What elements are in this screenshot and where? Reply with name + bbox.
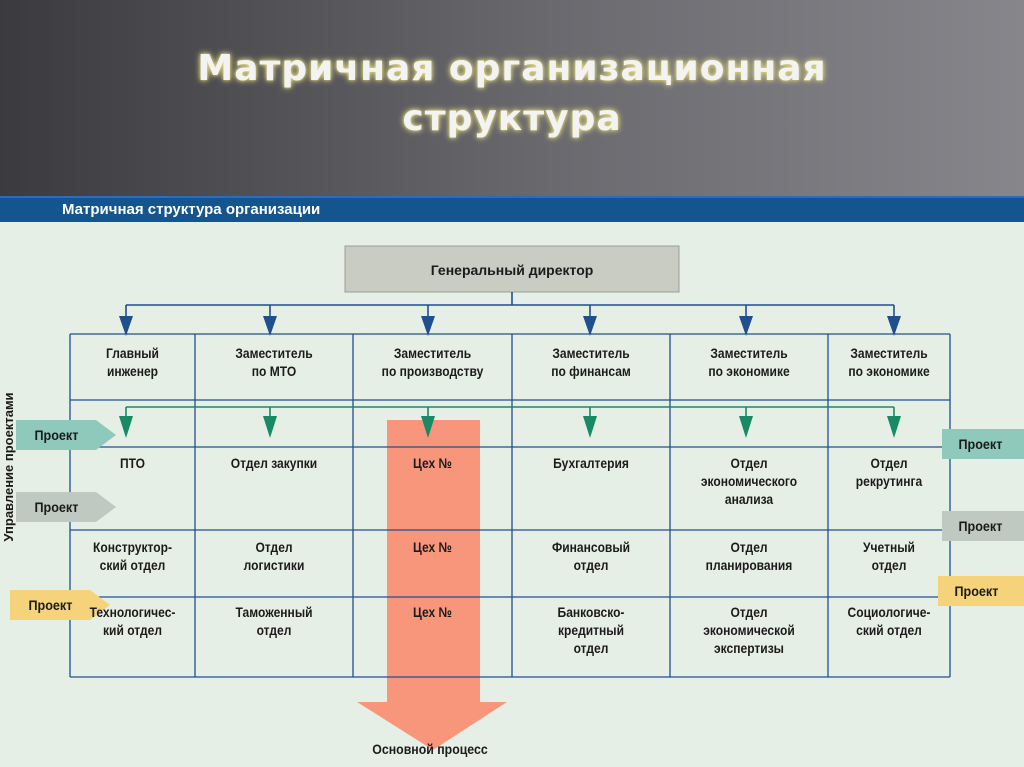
cell-3-1: Цех № bbox=[413, 455, 452, 471]
matrix-diagram: Генеральный директор Управление проектам… bbox=[0, 222, 1024, 767]
project-label-4: Проект bbox=[958, 436, 1003, 452]
cell-3-4: Цех № bbox=[413, 604, 452, 620]
green-arrow-head-2 bbox=[421, 416, 435, 438]
project-arrow-4 bbox=[942, 429, 1024, 459]
project-label-5: Проект bbox=[958, 518, 1003, 534]
green-arrow-head-5 bbox=[887, 416, 901, 438]
project-arrow-5 bbox=[942, 511, 1024, 541]
slide-title: Матричная организационная структура bbox=[0, 44, 1024, 144]
cell-1-1: ПТО bbox=[119, 455, 146, 471]
project-arrow-2 bbox=[16, 492, 116, 522]
green-arrow-head-0 bbox=[119, 416, 133, 438]
project-label-2: Проект bbox=[34, 499, 79, 515]
project-arrow-1 bbox=[16, 420, 116, 450]
matrix-diagram-svg bbox=[10, 245, 1024, 750]
green-arrow-head-4 bbox=[739, 416, 753, 438]
blue-arrow-head-1 bbox=[263, 316, 277, 336]
cell-2-1: Отдел закупки bbox=[230, 455, 318, 471]
project-label-3: Проект bbox=[28, 597, 73, 613]
green-arrow-head-1 bbox=[263, 416, 277, 438]
project-arrow-6 bbox=[938, 576, 1024, 606]
general-director-box bbox=[344, 245, 680, 293]
project-label-6: Проект bbox=[954, 583, 999, 599]
slide-header: Матричная организационная структура bbox=[0, 0, 1024, 196]
figure-title: Матричная структура организации bbox=[62, 201, 321, 218]
main-process-arrow bbox=[357, 420, 507, 750]
cell-4-1: Бухгалтерия bbox=[553, 455, 629, 471]
side-label-project-management: Управление проектами bbox=[1, 392, 16, 542]
cell-6-4: Социологиче-ский отдел bbox=[847, 604, 931, 638]
blue-arrow-head-4 bbox=[739, 316, 753, 336]
blue-arrow-head-2 bbox=[421, 316, 435, 336]
figure-title-band: Матричная структура организации bbox=[0, 196, 1024, 222]
main-process-label: Основной процесс bbox=[372, 741, 488, 757]
general-director-label: Генеральный директор bbox=[430, 262, 594, 278]
blue-arrow-head-3 bbox=[583, 316, 597, 336]
project-label-1: Проект bbox=[34, 427, 79, 443]
blue-arrow-head-5 bbox=[887, 316, 901, 336]
cell-1-4: Технологичес-кий отдел bbox=[89, 604, 176, 638]
project-arrow-3 bbox=[10, 590, 110, 620]
cell-3-3: Цех № bbox=[413, 539, 452, 555]
blue-arrow-head-0 bbox=[119, 316, 133, 336]
green-arrow-head-3 bbox=[583, 416, 597, 438]
slide-title-line-2: структура bbox=[402, 98, 622, 139]
cell-1-3: Конструктор-ский отдел bbox=[93, 539, 172, 573]
slide-title-line-1: Матричная организационная bbox=[197, 48, 827, 89]
